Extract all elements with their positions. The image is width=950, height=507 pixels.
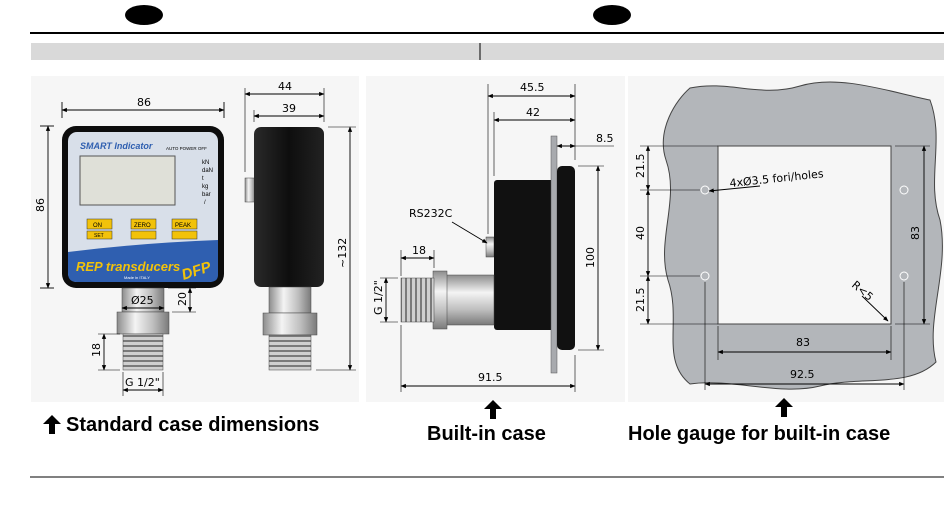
section-dot-right: [593, 5, 631, 25]
dim-front-width: 86: [137, 96, 151, 109]
dim-builtin-thread: G 1/2": [372, 280, 385, 315]
caption-builtin: Built-in case: [427, 400, 546, 445]
dim-builtin-a: 45.5: [520, 81, 545, 94]
brand-title: SMART Indicator: [80, 141, 153, 151]
button-peak: PEAK: [172, 219, 197, 239]
dim-front-diameter: Ø25: [131, 294, 154, 307]
caption-standard: Standard case dimensions: [43, 414, 319, 436]
section-dot-left: [125, 5, 163, 25]
button-on-label: ON: [93, 223, 102, 229]
dim-side-body-depth: 39: [282, 102, 296, 115]
side-neck: [269, 287, 311, 313]
dim-builtin-b: 42: [526, 106, 540, 119]
unit-label: kg: [202, 184, 208, 190]
dim-gauge-inner: 83: [796, 336, 810, 349]
dim-side-total-depth: 44: [278, 80, 292, 93]
caption-gauge: Hole gauge for built-in case: [628, 398, 890, 445]
front-hex-nut: [117, 312, 169, 334]
builtin-body: [494, 180, 554, 330]
lcd-screen: [80, 156, 175, 205]
builtin-neck: [445, 275, 494, 325]
unit-label: bar: [202, 192, 211, 198]
button-set-label: SET: [94, 233, 104, 239]
port-label: RS232C: [409, 207, 453, 220]
dim-gauge-right: 83: [909, 226, 922, 240]
builtin-front-bezel: [557, 166, 575, 350]
dim-builtin-c: 8.5: [596, 132, 614, 145]
builtin-connector: [486, 237, 494, 257]
up-arrow-icon: [43, 415, 61, 434]
auto-power-text: AUTO POWER OFF: [166, 146, 207, 151]
builtin-plate: [551, 136, 557, 373]
made-in-text: Made in ITALY: [124, 275, 150, 280]
dim-front-neck: 20: [176, 292, 189, 306]
up-arrow-icon: [484, 400, 502, 419]
dim-gauge-bot: 21.5: [634, 288, 647, 313]
logo-text: REP transducers: [76, 259, 180, 274]
header-band: [31, 43, 944, 60]
dim-builtin-height: 100: [584, 247, 597, 268]
button-zero: ZERO: [131, 219, 156, 239]
side-thread: [269, 335, 311, 370]
dim-front-thread: G 1/2": [125, 376, 160, 389]
button-on: ON SET: [87, 219, 112, 239]
dim-builtin-total: 91.5: [478, 371, 503, 384]
page-header: [30, 5, 944, 60]
dim-gauge-top: 21.5: [634, 154, 647, 179]
builtin-hex-nut: [433, 271, 447, 329]
caption-builtin-text: Built-in case: [427, 423, 546, 445]
button-zero-label: ZERO: [134, 223, 151, 229]
unit-label: daN: [202, 168, 213, 174]
caption-gauge-text: Hole gauge for built-in case: [628, 423, 890, 445]
dim-side-height: ~132: [336, 238, 349, 268]
button-peak-label: PEAK: [175, 223, 191, 229]
dim-gauge-mid: 40: [634, 226, 647, 240]
front-thread: [123, 334, 163, 370]
side-knob: [245, 178, 255, 202]
unit-label: kN: [202, 160, 209, 166]
builtin-thread: [401, 278, 434, 322]
dim-gauge-outer: 92.5: [790, 368, 815, 381]
dim-builtin-thread-len: 18: [412, 244, 426, 257]
dim-front-thread-len: 18: [90, 343, 103, 357]
caption-standard-text: Standard case dimensions: [66, 414, 319, 436]
side-body: [254, 127, 324, 287]
dim-front-height: 86: [34, 198, 47, 212]
side-hex-nut: [263, 313, 317, 335]
